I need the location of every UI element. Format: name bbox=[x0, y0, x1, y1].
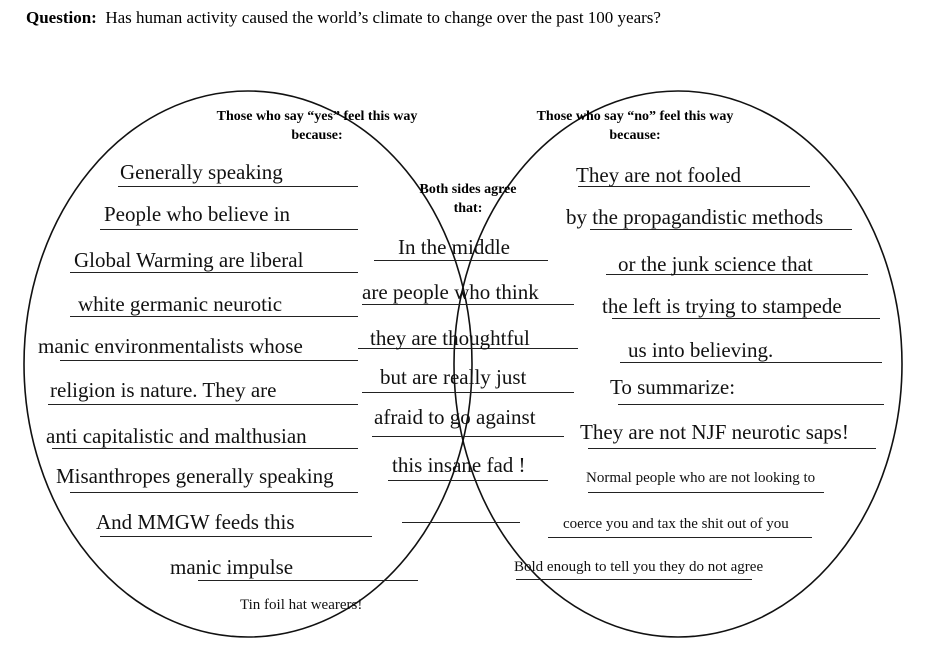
writing-line bbox=[516, 579, 752, 580]
yes-line-7: anti capitalistic and malthusian bbox=[46, 424, 307, 448]
no-line-10: Bold enough to tell you they do not agre… bbox=[514, 559, 764, 575]
writing-line bbox=[612, 318, 880, 319]
yes-line-5: manic environmentalists whose bbox=[38, 334, 303, 358]
writing-line bbox=[588, 492, 824, 493]
both-line-5: afraid to go against bbox=[374, 405, 536, 429]
writing-line bbox=[198, 580, 418, 581]
writing-line bbox=[374, 260, 548, 261]
writing-line bbox=[70, 316, 358, 317]
no-line-2: by the propagandistic methods bbox=[566, 205, 824, 229]
writing-line bbox=[70, 492, 358, 493]
both-header: Both sides agree that: bbox=[419, 182, 517, 216]
writing-line bbox=[362, 392, 574, 393]
writing-line bbox=[402, 522, 520, 523]
writing-line bbox=[60, 360, 358, 361]
yes-line-9: And MMGW feeds this bbox=[96, 510, 295, 534]
no-line-8: Normal people who are not looking to bbox=[586, 470, 816, 486]
writing-line bbox=[362, 304, 574, 305]
writing-line bbox=[578, 186, 810, 187]
both-line-4: but are really just bbox=[380, 365, 527, 389]
no-line-1: They are not fooled bbox=[576, 163, 742, 187]
no-line-3: or the junk science that bbox=[618, 252, 813, 276]
no-circle bbox=[453, 90, 903, 638]
both-line-2: are people who think bbox=[362, 280, 539, 304]
yes-line-6: religion is nature. They are bbox=[50, 378, 277, 402]
writing-line bbox=[606, 274, 868, 275]
writing-line bbox=[588, 448, 876, 449]
writing-line bbox=[548, 537, 812, 538]
writing-line bbox=[590, 229, 852, 230]
question-label: Question: bbox=[26, 8, 97, 27]
no-line-7: They are not NJF neurotic saps! bbox=[580, 420, 849, 444]
yes-line-2: People who believe in bbox=[104, 202, 291, 226]
yes-circle bbox=[23, 90, 473, 638]
writing-line bbox=[618, 404, 884, 405]
yes-line-4: white germanic neurotic bbox=[78, 292, 283, 316]
both-line-6: this insane fad ! bbox=[392, 453, 526, 477]
writing-line bbox=[372, 436, 564, 437]
no-line-6: To summarize: bbox=[610, 375, 736, 399]
both-line-3: they are thoughtful bbox=[370, 326, 530, 350]
yes-line-8: Misanthropes generally speaking bbox=[56, 464, 334, 488]
writing-line bbox=[52, 448, 358, 449]
writing-line bbox=[100, 229, 358, 230]
yes-line-1: Generally speaking bbox=[120, 160, 283, 184]
writing-line bbox=[100, 536, 372, 537]
writing-line bbox=[620, 362, 882, 363]
yes-line-11: Tin foil hat wearers! bbox=[240, 597, 363, 613]
writing-line bbox=[48, 404, 358, 405]
writing-line bbox=[118, 186, 358, 187]
no-line-9: coerce you and tax the shit out of you bbox=[563, 516, 789, 532]
yes-header: Those who say “yes” feel this way becaus… bbox=[216, 109, 418, 143]
yes-line-10: manic impulse bbox=[170, 555, 294, 579]
writing-line bbox=[70, 272, 358, 273]
both-line-1: In the middle bbox=[398, 235, 510, 259]
writing-line bbox=[388, 480, 548, 481]
yes-line-3: Global Warming are liberal bbox=[74, 248, 304, 272]
no-line-4: the left is trying to stampede bbox=[602, 294, 842, 318]
question: Question: Has human activity caused the … bbox=[26, 8, 661, 28]
question-text: Has human activity caused the world’s cl… bbox=[105, 8, 661, 27]
writing-line bbox=[358, 348, 578, 349]
no-header: Those who say “no” feel this way because… bbox=[536, 109, 734, 143]
no-line-5: us into believing. bbox=[628, 338, 774, 362]
